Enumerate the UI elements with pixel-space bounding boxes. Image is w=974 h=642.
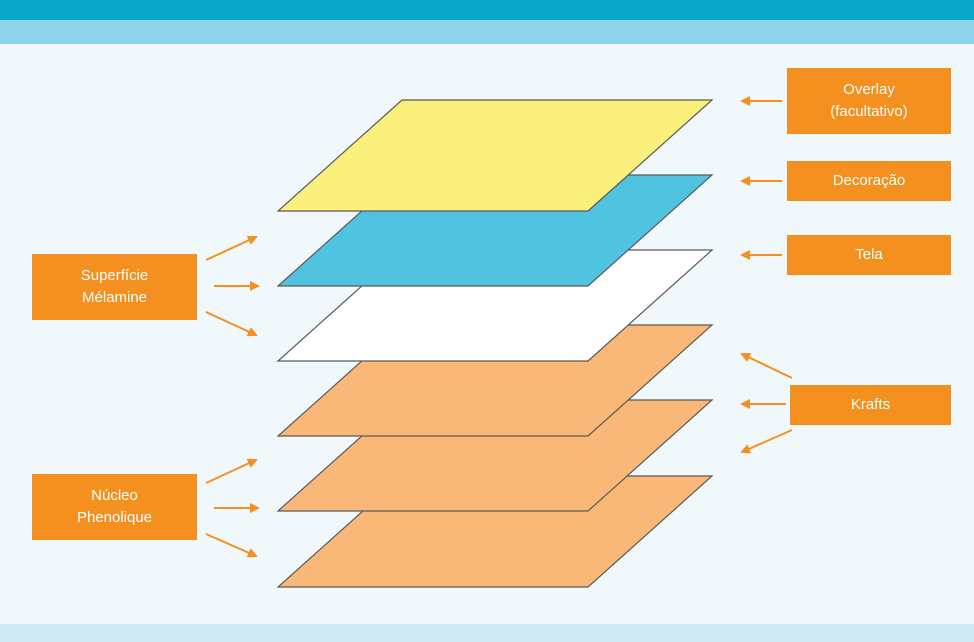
arrow-nucleo-up [205,458,258,484]
arrow-krafts-up [740,352,793,379]
label-superficie-line1: Superfície [80,267,149,284]
label-nucleo-line2: Phenolique [76,509,153,526]
header-band-light [0,20,974,44]
label-decoracao: Decoração [787,161,951,201]
arrow-nucleo-down [205,533,258,558]
label-decoracao-text: Decoração [832,172,906,189]
layer-overlay [276,99,714,212]
arrow-krafts-down [740,429,793,454]
label-overlay-line2: (facultativo) [830,103,908,120]
label-overlay: Overlay (facultativo) [787,68,951,134]
label-nucleo: Núcleo Phenolique [32,474,197,540]
arrow-superficie-down [205,311,258,337]
label-tela: Tela [787,235,951,275]
label-overlay-line1: Overlay [843,81,895,98]
arrow-superficie-up [205,235,258,261]
label-tela-text: Tela [855,246,883,263]
label-superficie-line2: Mélamine [81,289,148,306]
header-band [0,0,974,20]
footer-band [0,624,974,642]
label-superficie: Superfície Mélamine [32,254,197,320]
label-nucleo-line1: Núcleo [91,487,138,504]
label-krafts: Krafts [790,385,951,425]
label-krafts-text: Krafts [850,396,891,413]
